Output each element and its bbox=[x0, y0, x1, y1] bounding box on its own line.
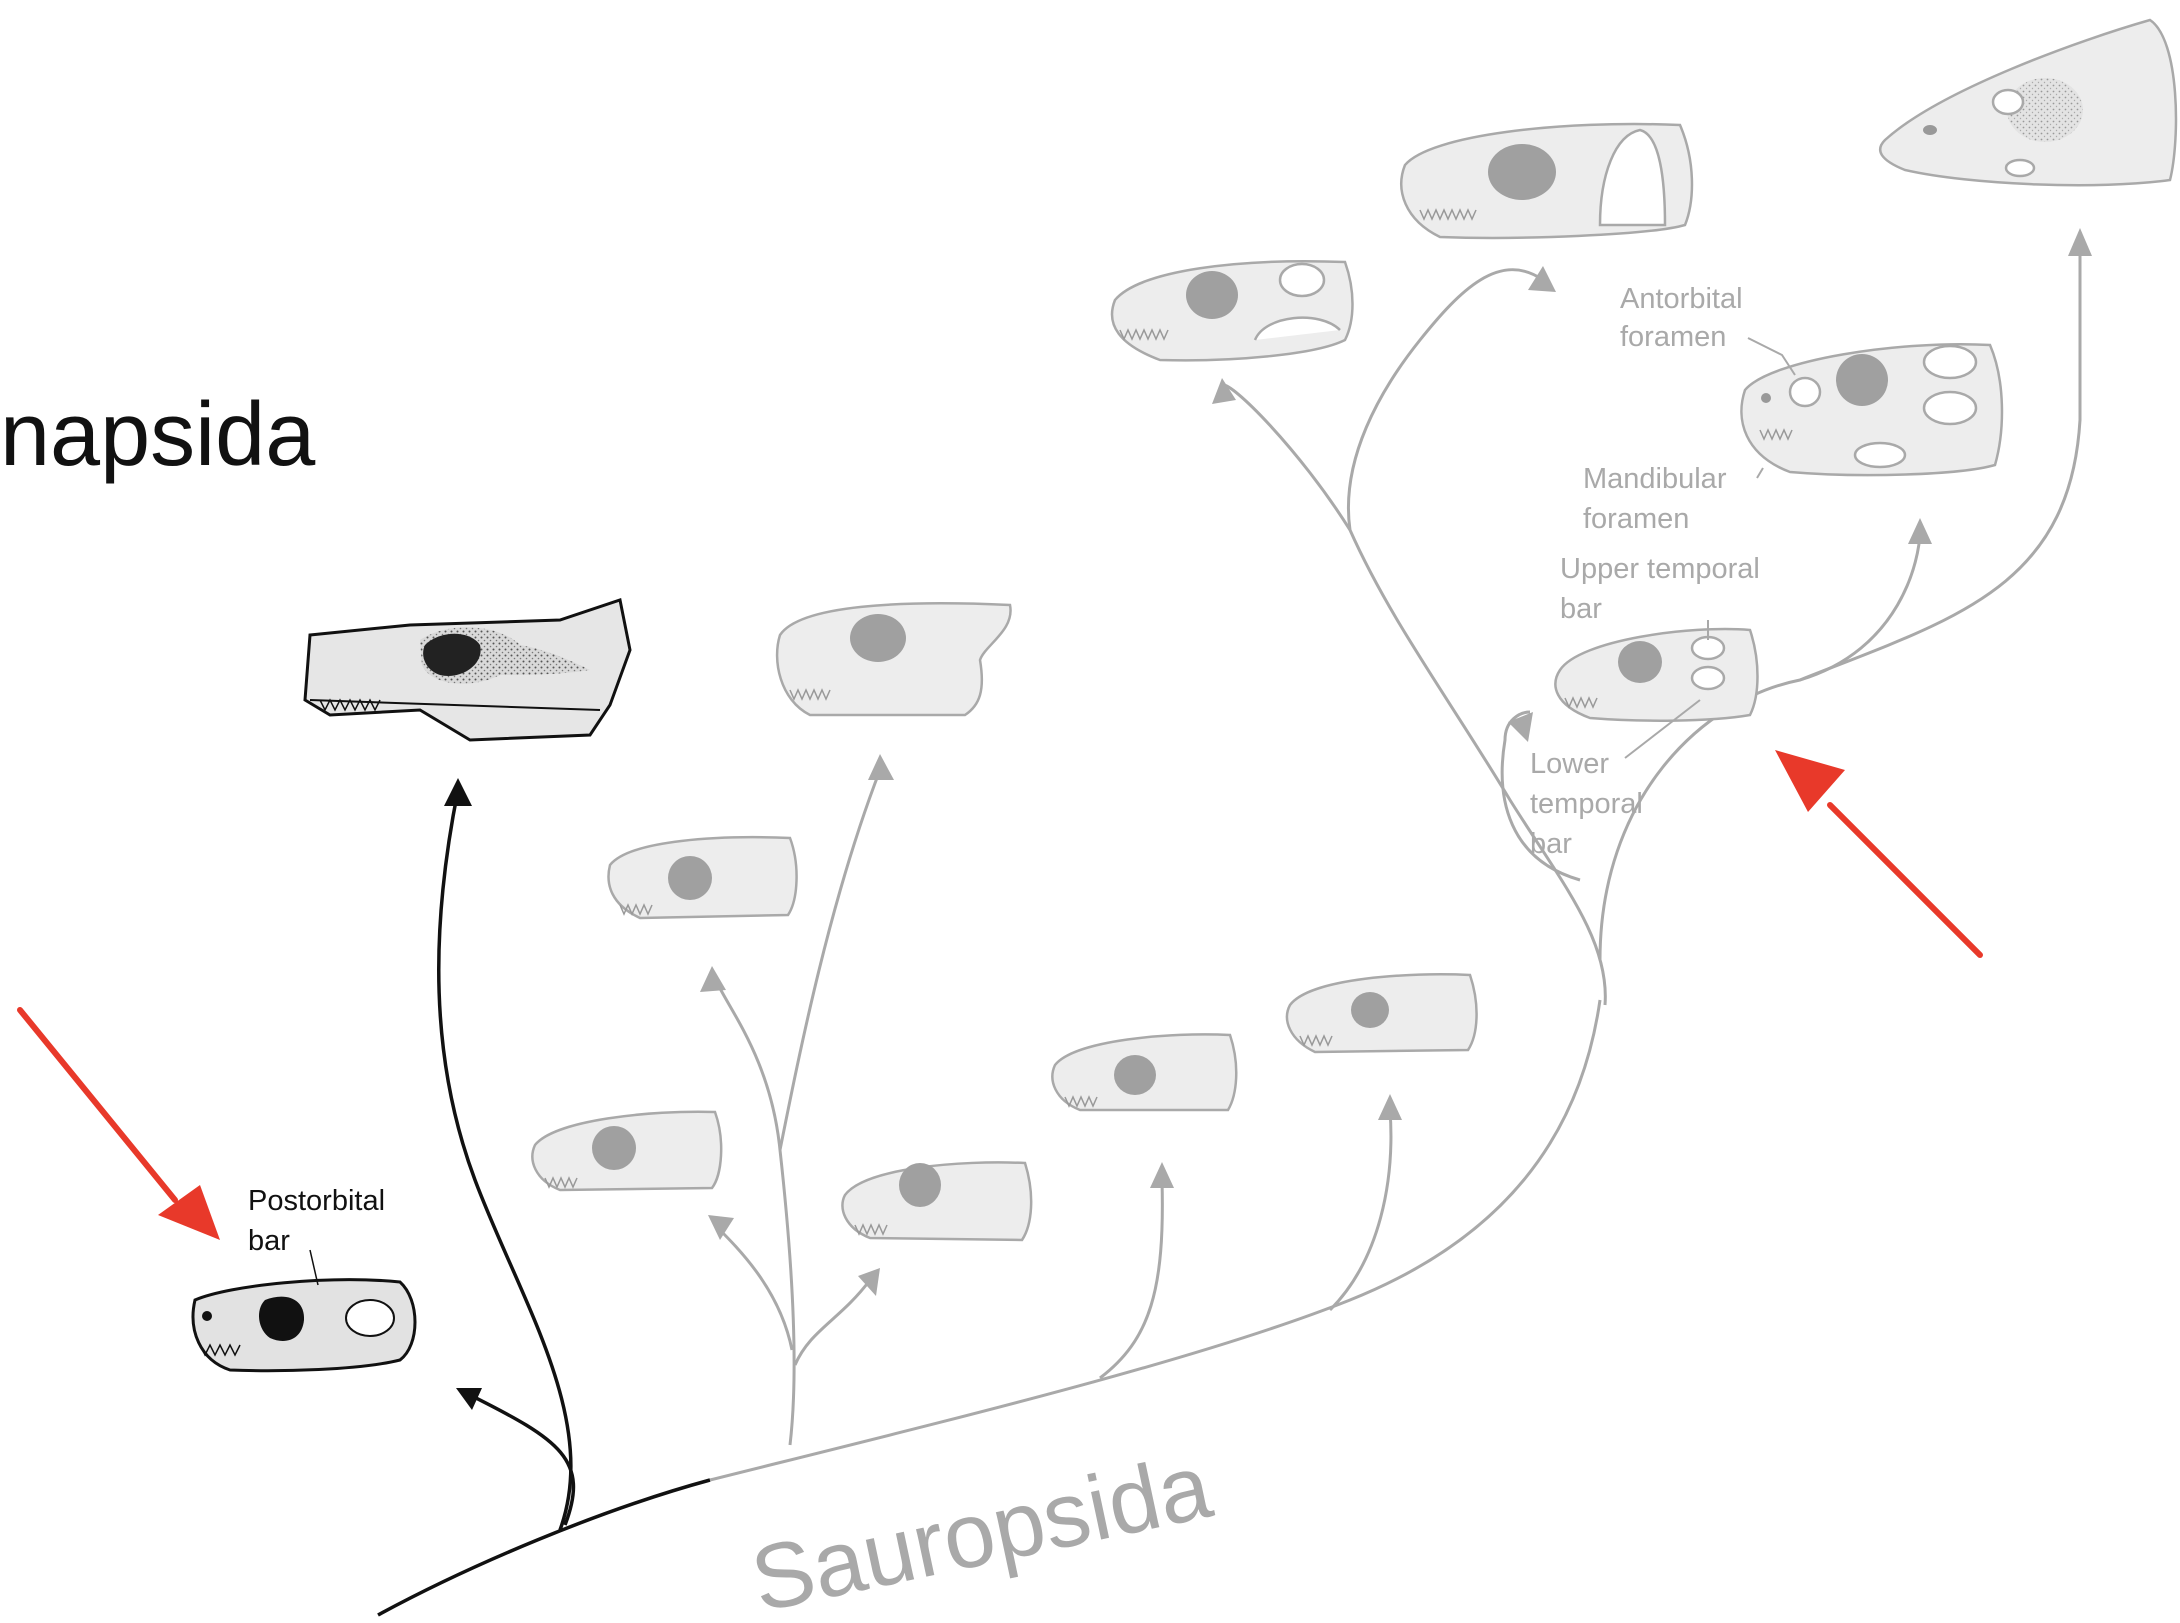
synapsida-label: napsida bbox=[0, 385, 316, 485]
gray-skull-3 bbox=[777, 603, 1010, 715]
mandibular-foramen-label-line2: foramen bbox=[1583, 503, 1689, 535]
mandibular-foramen-label-line1: Mandibular bbox=[1583, 463, 1727, 495]
gray-skull-8 bbox=[1401, 124, 1692, 238]
upper-temporal-bar-label-line2: bar bbox=[1560, 593, 1602, 625]
red-arrowhead-right bbox=[1775, 750, 1845, 812]
gray-skull-7 bbox=[1112, 261, 1353, 360]
temporal-opening bbox=[346, 1300, 394, 1336]
upper-temporal-bar-label-line1: Upper temporal bbox=[1560, 553, 1760, 585]
synapsid-skull-large bbox=[305, 600, 630, 740]
sauropsida-label: Sauropsida bbox=[743, 1435, 1220, 1623]
gray-skull-6 bbox=[1287, 974, 1477, 1052]
gray-skull-4 bbox=[842, 1162, 1031, 1240]
gray-skull-2 bbox=[609, 837, 797, 918]
lower-temporal-bar-label-line3: bar bbox=[1530, 828, 1572, 860]
gray-skull-1 bbox=[532, 1112, 721, 1190]
lower-temporal-bar-label-line1: Lower bbox=[1530, 748, 1609, 780]
red-arrow-right bbox=[1830, 805, 1980, 955]
arrowhead-synapsid-upper bbox=[444, 778, 472, 806]
postorbital-bar-label-line2: bar bbox=[248, 1225, 290, 1257]
antorbital-foramen-label-line2: foramen bbox=[1620, 321, 1726, 353]
red-arrow-left bbox=[20, 1010, 175, 1200]
lower-temporal-bar-label-line2: temporal bbox=[1530, 788, 1643, 820]
antorbital-foramen-label-line1: Antorbital bbox=[1620, 283, 1743, 315]
sauropsid-skulls bbox=[532, 20, 2176, 1240]
synapsid-branch-lower bbox=[470, 1395, 573, 1525]
leader-mandibular bbox=[1757, 468, 1763, 478]
postorbital-bar-label-line1: Postorbital bbox=[248, 1185, 385, 1217]
gray-skull-11 bbox=[1555, 629, 1757, 721]
synapsid-skull-small bbox=[193, 1250, 415, 1371]
gray-skull-9 bbox=[1880, 20, 2176, 185]
synapsid-stem bbox=[378, 1480, 710, 1615]
gray-skull-5 bbox=[1052, 1034, 1236, 1110]
gray-skull-10 bbox=[1741, 344, 2002, 475]
nostril bbox=[202, 1311, 212, 1321]
